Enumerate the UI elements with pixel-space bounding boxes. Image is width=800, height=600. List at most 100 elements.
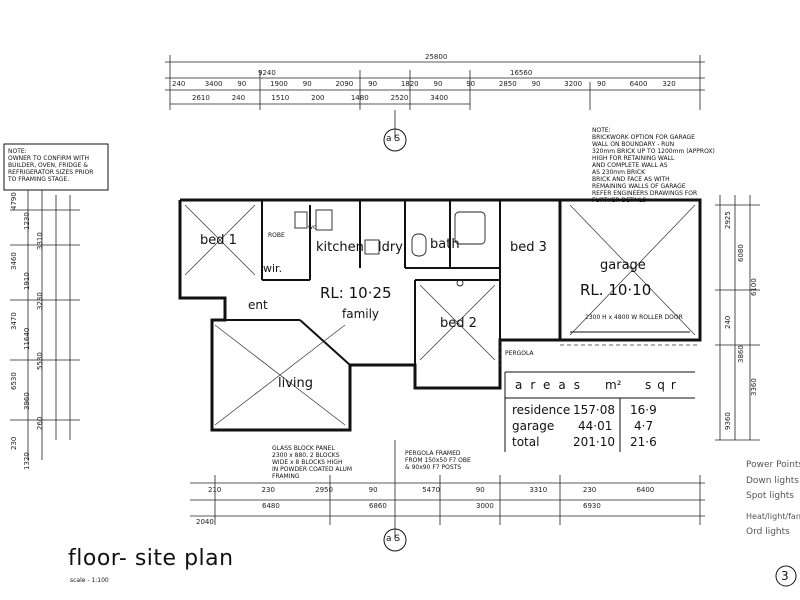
dimension-value: 5470 <box>422 486 441 494</box>
dimension-value: 3400 <box>204 80 223 88</box>
dimension-value: 2850 <box>498 80 517 88</box>
notes-pergola: PERGOLA FRAMED FROM 150x50 F7 OBE & 90x9… <box>405 450 471 471</box>
fixtures <box>294 209 486 287</box>
dimension-value: 6400 <box>636 486 655 494</box>
legend-heat-light-fan: Heat/light/fan <box>746 512 800 521</box>
dimension-value: 6400 <box>629 80 648 88</box>
room-wc: wc <box>308 224 317 231</box>
dimension-value: 240 <box>172 80 186 88</box>
dimension-value: 90 <box>302 80 312 88</box>
dimension-value: 90 <box>237 80 247 88</box>
bottom-dimension-lines <box>190 440 705 540</box>
dimension-value: 260 <box>36 416 44 430</box>
dimension-value: 3230 <box>36 292 44 310</box>
legend-spot-lights: Spot lights <box>746 491 794 501</box>
room-bed-2: bed 2 <box>440 316 477 331</box>
robe-label: ROBE <box>268 232 285 239</box>
building-walls <box>178 198 702 432</box>
room-living: living <box>278 376 314 391</box>
dimension-value: 240 <box>724 315 732 330</box>
room-bath: bath <box>430 237 460 252</box>
dimension-value: 5530 <box>36 352 44 370</box>
dim-top-left: 9240 <box>258 69 276 77</box>
room-bed-3: bed 3 <box>510 240 547 255</box>
room-garage: garage <box>600 258 646 273</box>
dimension-value: 11640 <box>23 327 31 350</box>
dimension-value: 210 <box>208 486 222 494</box>
dimension-value: 3360 <box>750 378 758 397</box>
dimension-value: 3960 <box>23 392 31 410</box>
dimension-value: 1900 <box>270 80 288 88</box>
dimension-value: 3200 <box>564 80 583 88</box>
dimension-value: 230 <box>582 486 597 494</box>
dimension-value: 1510 <box>271 94 290 102</box>
dimension-value: 90 <box>368 486 378 494</box>
dim-top-right: 16560 <box>510 69 533 77</box>
room-kitchen: kitchen <box>316 240 364 255</box>
dimension-value: 3310 <box>529 486 548 494</box>
dimension-value: 3460 <box>10 252 18 270</box>
dimension-value: 1480 <box>350 94 369 102</box>
notes-owner-confirm: NOTE: OWNER TO CONFIRM WITH BUILDER, OVE… <box>8 148 94 183</box>
legend-down-lights: Down lights <box>746 476 799 486</box>
areas-row-m2: 44·01 <box>578 419 613 433</box>
dimension-value: 90 <box>433 80 443 88</box>
room-family: family <box>342 307 380 321</box>
dim-overall: 25800 <box>425 53 448 61</box>
dimension-value: 2520 <box>390 94 409 102</box>
top-dimension-lines <box>165 55 705 140</box>
notes-glass-block: GLASS BLOCK PANEL 2300 x 880, 2 BLOCKS W… <box>272 445 353 480</box>
dimension-value: 2610 <box>192 94 210 102</box>
dimension-value: 4790 <box>10 192 18 210</box>
right-dimension-lines <box>715 195 760 441</box>
left-dimension-lines <box>10 190 80 460</box>
rl-house: RL: 10·25 <box>320 284 392 302</box>
dimension-value: 1820 <box>400 80 419 88</box>
dimension-value: 6530 <box>10 372 18 390</box>
dimension-value: 2950 <box>315 486 333 494</box>
dimension-value: 320 <box>662 80 676 88</box>
section-markers <box>383 128 797 587</box>
pergola-label: PERGOLA <box>505 350 534 357</box>
dimension-value: 3860 <box>737 345 745 363</box>
notes-box <box>3 143 109 191</box>
dimension-value: 200 <box>311 94 325 102</box>
dimension-value: 2925 <box>724 210 732 229</box>
areas-col-sqr: sqr <box>645 378 682 392</box>
dim-bottom-2040: 2040 <box>196 518 214 526</box>
dimension-value: 2090 <box>335 80 354 88</box>
dimension-value: 240 <box>231 94 246 102</box>
dimension-value: 90 <box>368 80 378 88</box>
areas-row-name: garage <box>512 419 555 433</box>
areas-row-name: residence <box>512 403 571 417</box>
dimension-value: 90 <box>466 80 476 88</box>
dimension-value: 90 <box>475 486 485 494</box>
room-bed-1: bed 1 <box>200 233 237 248</box>
dimension-value: 90 <box>596 80 606 88</box>
room-ldry: ldry <box>378 240 403 255</box>
areas-row-m2: 157·08 <box>573 403 615 417</box>
dimension-value: 6100 <box>750 277 758 296</box>
legend-ord-lights: Ord lights <box>746 527 790 537</box>
drawing-scale: scale - 1:100 <box>70 577 109 584</box>
dimension-value: 6480 <box>262 502 280 510</box>
dimension-value: 6930 <box>583 502 601 510</box>
areas-row-sqr: 16·9 <box>630 403 657 417</box>
room-wir: wir. <box>263 262 283 275</box>
roof-hip-lines <box>184 204 700 426</box>
section-marker-bottom: a S <box>386 534 401 544</box>
areas-row-m2: 201·10 <box>573 435 615 449</box>
dimension-value: 230 <box>261 486 275 494</box>
dimension-value: 6860 <box>369 502 387 510</box>
dimension-value: 3000 <box>476 502 494 510</box>
notes-garage-door: 2300 H x 4800 W ROLLER DOOR <box>585 314 683 321</box>
dimension-value: 230 <box>10 436 18 450</box>
dimension-value: 90 <box>531 80 541 88</box>
areas-row-sqr: 21·6 <box>630 435 657 449</box>
dimension-value: 1910 <box>23 272 31 290</box>
legend-power-points: Power Points <box>746 460 800 470</box>
room-ent: ent <box>248 298 268 312</box>
dimension-value: 9360 <box>724 412 732 430</box>
dimension-value: 3400 <box>430 94 449 102</box>
